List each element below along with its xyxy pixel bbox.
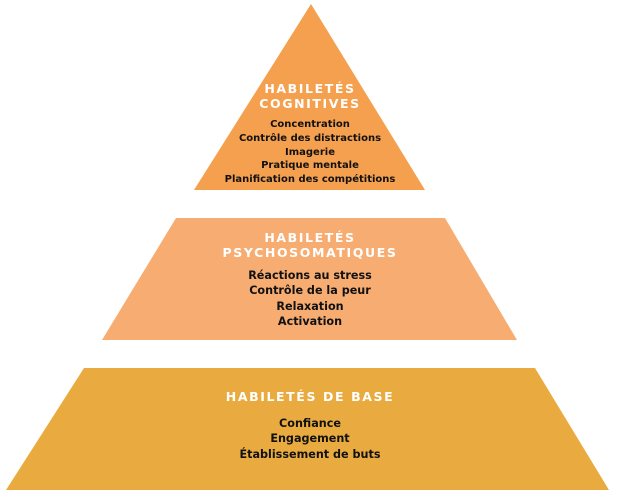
tier-item: Planification des compétitions — [224, 174, 396, 186]
tier-base: HABILETÉS DE BASE Confiance Engagement É… — [100, 389, 520, 462]
tier-psychosomatic: HABILETÉS PSYCHOSOMATIQUES Réactions au … — [120, 230, 500, 330]
tier-cognitive-title-line2: COGNITIVES — [259, 96, 361, 111]
pyramid-tier-top-shape — [194, 4, 425, 190]
tier-item: Pratique mentale — [261, 160, 359, 172]
tier-item: Contrôle des distractions — [238, 132, 382, 144]
pyramid-tier-base-shape — [6, 368, 609, 490]
tier-psychosomatic-title-line2: PSYCHOSOMATIQUES — [222, 245, 398, 260]
tier-item: Établissement de buts — [239, 447, 381, 461]
tier-base-title: HABILETÉS DE BASE — [225, 389, 395, 404]
tier-item: Activation — [277, 315, 343, 329]
pyramid-tier-middle-shape — [102, 218, 517, 340]
tier-cognitive-title-line1: HABILETÉS — [264, 81, 356, 96]
tier-cognitive-items: Concentration Contrôle des distractions … — [200, 118, 420, 187]
tier-item: Confiance — [279, 417, 341, 430]
tier-psychosomatic-title-line1: HABILETÉS — [264, 230, 356, 245]
tier-item: Imagerie — [285, 146, 335, 158]
tier-item: Relaxation — [276, 299, 344, 313]
tier-item: Réactions au stress — [248, 269, 372, 282]
tier-item: Concentration — [270, 119, 350, 130]
tier-cognitive-title: HABILETÉS COGNITIVES — [200, 81, 420, 111]
tier-base-items: Confiance Engagement Établissement de bu… — [100, 416, 520, 462]
tier-psychosomatic-title: HABILETÉS PSYCHOSOMATIQUES — [120, 230, 500, 260]
tier-item: Engagement — [270, 432, 350, 446]
tier-cognitive: HABILETÉS COGNITIVES Concentration Contr… — [200, 81, 420, 187]
tier-item: Contrôle de la peur — [249, 284, 371, 298]
tier-psychosomatic-items: Réactions au stress Contrôle de la peur … — [120, 268, 500, 330]
